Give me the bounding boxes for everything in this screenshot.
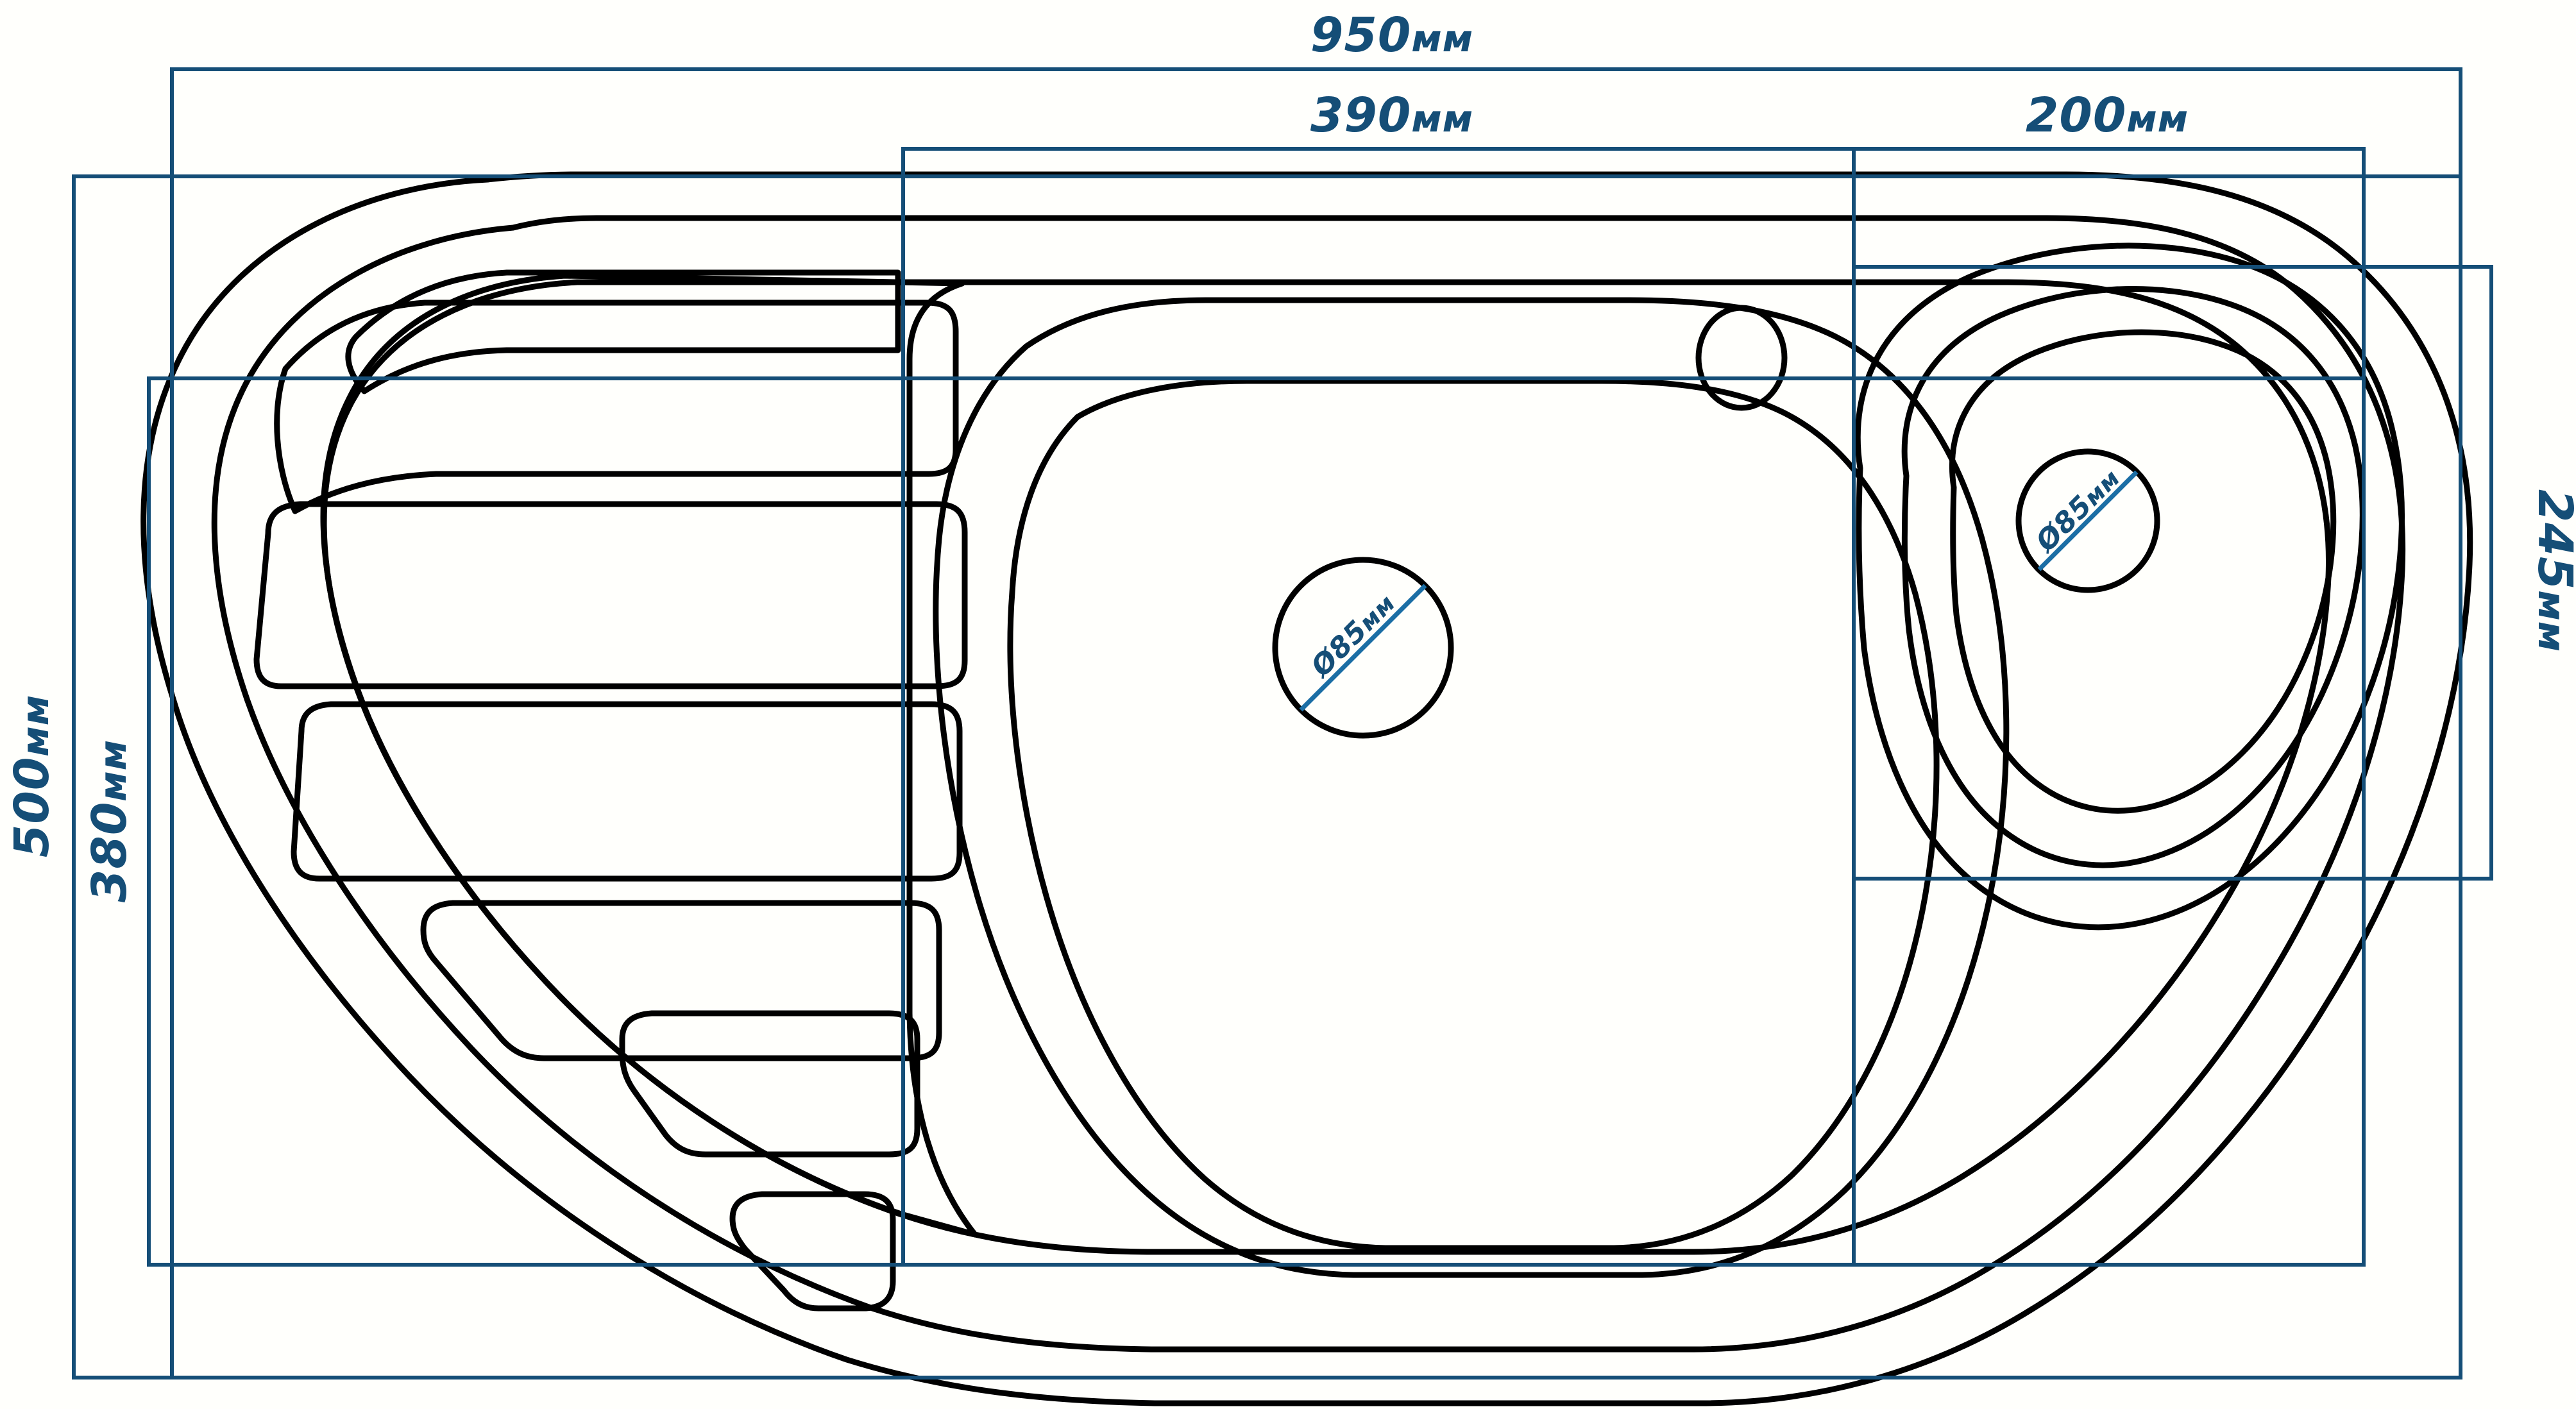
dimension-label-380: 380мм <box>82 739 137 902</box>
drainboard-groove-6 <box>619 1010 920 1158</box>
diameter-leader-group <box>1299 470 2139 712</box>
small-drain-circle <box>2015 448 2160 593</box>
small-bowl-mid-outline <box>1901 286 2366 868</box>
dimension-label-200: 200мм <box>2026 88 2189 143</box>
diameter-label-main-drain: Ø85мм <box>1303 586 1402 684</box>
drainboard-groove-5 <box>420 900 942 1061</box>
dimension-label-245: 245мм <box>2527 489 2576 652</box>
sink-outer-rim <box>140 171 2473 1406</box>
dimension-box-200 <box>1852 147 2366 1267</box>
dimension-box-390 <box>901 147 2366 1267</box>
drainboard-groove-1 <box>345 269 901 394</box>
small-bowl-outer-outline <box>1854 242 2405 931</box>
dimension-box-245 <box>1852 265 2493 881</box>
main-drain-circle <box>1272 557 1454 739</box>
dimension-box-380 <box>147 376 2366 1267</box>
dimension-box-500 <box>72 174 2462 1379</box>
sink-basin-field-outline <box>321 279 2332 1255</box>
drainboard-groove-3 <box>253 501 968 689</box>
main-bowl-outline <box>933 297 2010 1278</box>
dimension-lines-group <box>72 67 2493 1379</box>
drainboard-groove-4 <box>291 701 963 882</box>
small-bowl-inner-outline <box>1949 329 2337 814</box>
sink-outline-group <box>140 171 2473 1406</box>
small-drain-diameter-line <box>2037 470 2139 571</box>
diameter-label-small-drain: Ø85мм <box>2028 461 2126 559</box>
drainboard-groove-7 <box>729 1191 896 1312</box>
sink-rim-ledge <box>211 215 2406 1353</box>
dimension-label-950: 950мм <box>1310 8 1473 63</box>
faucet-hole <box>1695 305 1788 411</box>
dimension-label-500: 500мм <box>4 695 60 857</box>
drainboard-groove-2 <box>274 300 959 514</box>
dimension-label-390: 390мм <box>1310 88 1473 143</box>
main-drain-diameter-line <box>1299 584 1427 712</box>
main-bowl-inner-outline <box>1007 378 1940 1251</box>
